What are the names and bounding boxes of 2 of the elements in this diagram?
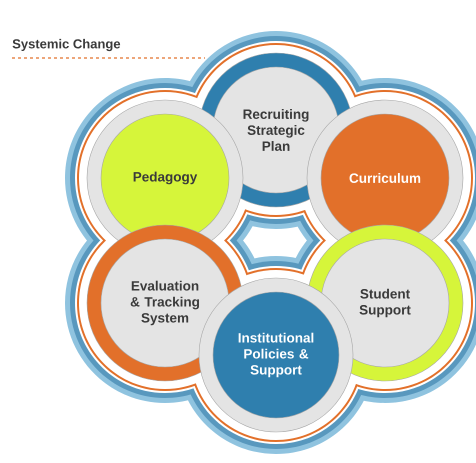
circle-node: Institutional Policies & Support (198, 278, 354, 432)
title: Systemic Change (12, 38, 120, 52)
